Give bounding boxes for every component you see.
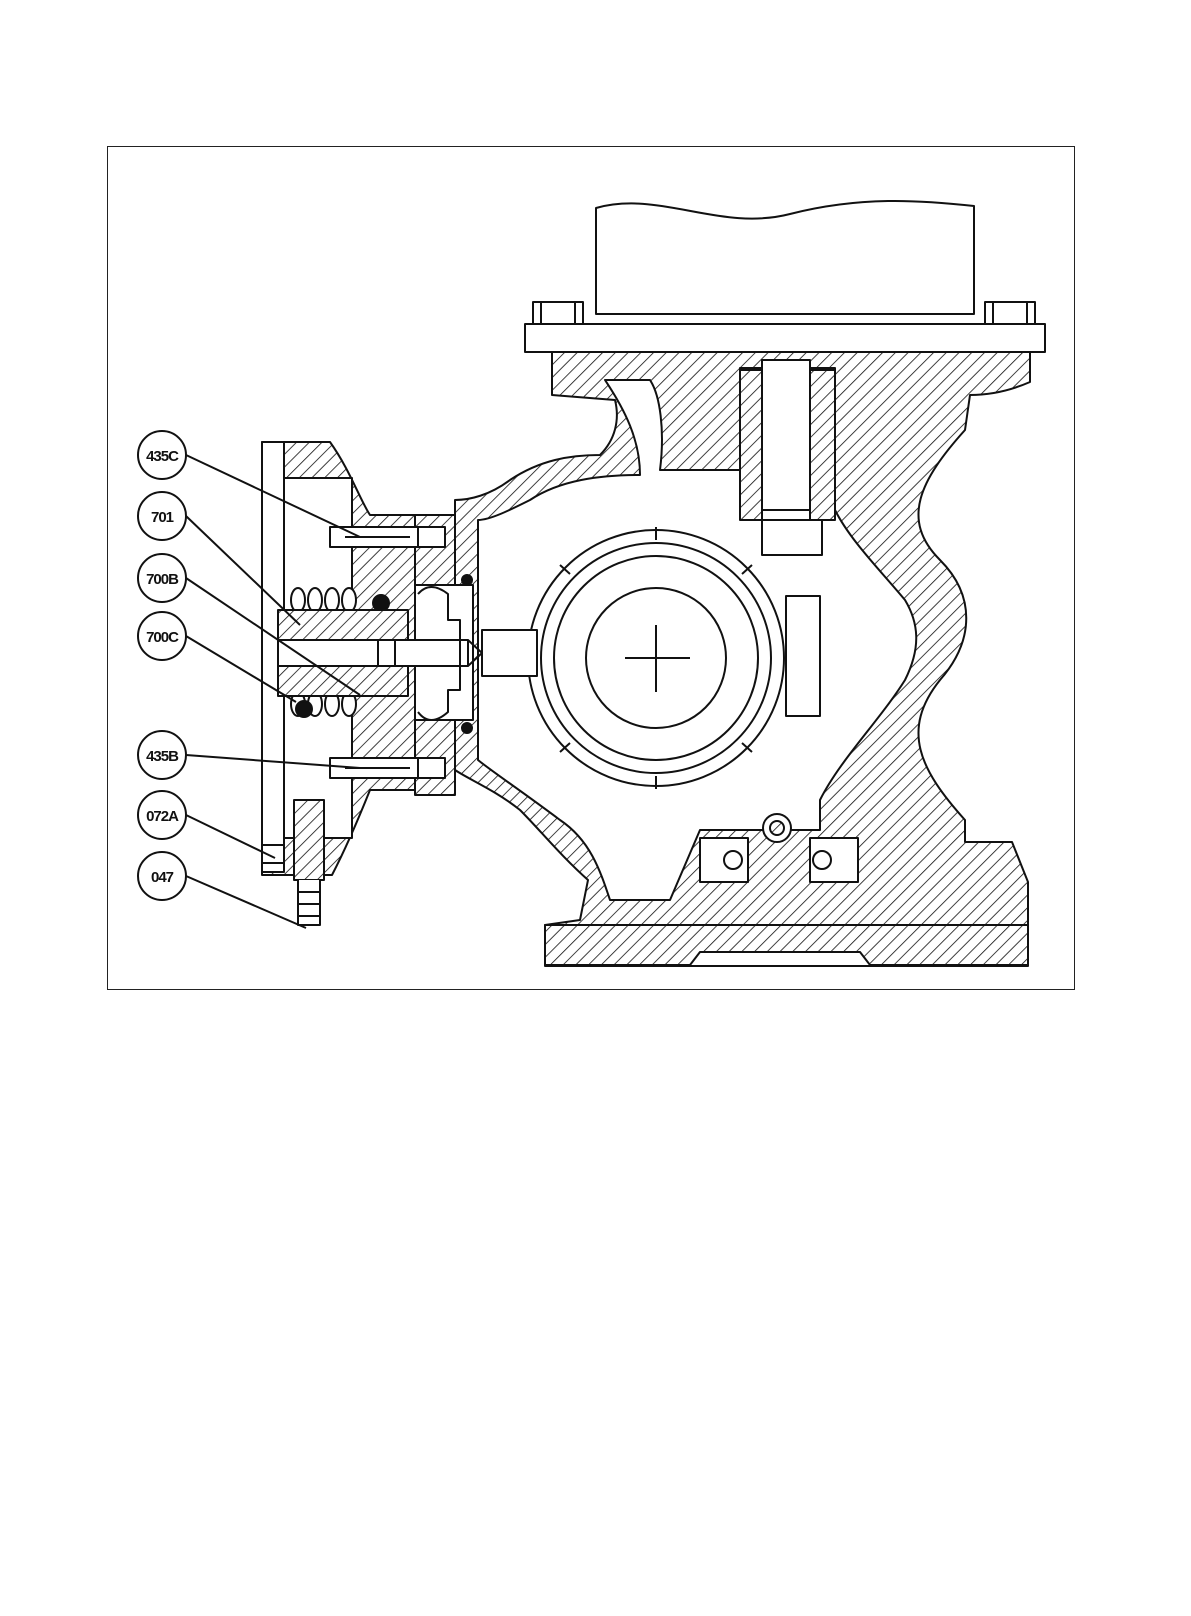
callout-label-700b: 700B [146,571,179,588]
base-recess [690,952,870,965]
shaft-bushing-left [740,370,762,520]
callout-label-047: 047 [151,869,174,886]
o-ring-lower [296,701,312,717]
callout-label-435c: 435C [146,448,179,465]
shaft-bushing-right [810,370,835,520]
shaft-coupling [482,630,537,676]
piston-bore [278,640,378,666]
adapter-plate [525,324,1045,352]
stem-700b [378,640,482,666]
callout-label-700c: 700C [146,629,179,646]
callout-label-072a: 072A [146,808,179,825]
o-ring-small-lower [462,723,472,733]
shaft-slot [762,360,810,510]
callout-label-701: 701 [151,509,174,526]
mounting-bolt-left [533,302,583,324]
bearing-right [810,838,858,882]
hose-barb-047 [294,800,324,925]
lock-nut [763,814,791,842]
motor-housing [596,201,974,314]
callout-label-435b: 435B [146,748,179,765]
shaft-collar [762,520,822,555]
rotor-side-block [786,596,820,716]
bearing-left [700,838,748,882]
o-ring-upper [373,595,389,611]
o-ring-small-upper [462,575,472,585]
mounting-bolt-right [985,302,1035,324]
